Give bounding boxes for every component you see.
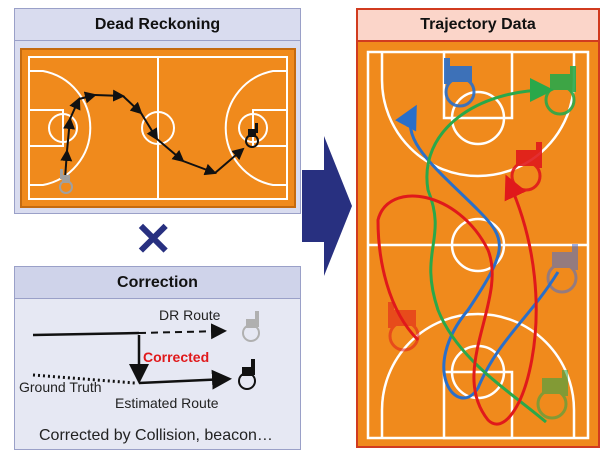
trajectory-blue: [394, 104, 560, 400]
wheelchair-lightblue-icon: [546, 244, 578, 294]
estimated-route-label: Estimated Route: [115, 395, 219, 411]
dead-reckoning-panel: Dead Reckoning: [14, 8, 301, 214]
trajectory-court: [358, 42, 598, 446]
dr-route-label: DR Route: [159, 307, 221, 323]
correction-title: Correction: [15, 267, 300, 299]
ground-truth-label: Ground Truth: [19, 379, 102, 395]
trajectory-green: [425, 78, 554, 424]
multiply-icon: ✕: [134, 213, 173, 265]
wheelchair-end-icon: [245, 123, 259, 148]
correction-footer: Corrected by Collision, beacon…: [39, 427, 273, 444]
trajectory-panel: Trajectory Data: [356, 8, 600, 448]
wheelchair-dr-icon: [242, 311, 260, 342]
corrected-label: Corrected: [143, 349, 210, 365]
correction-diagram: [32, 311, 260, 390]
dead-reckoning-title: Dead Reckoning: [15, 9, 300, 41]
wheelchair-lightgreen-icon: [536, 370, 568, 420]
dead-reckoning-court: [20, 48, 296, 208]
correction-panel: Correction DR Route Corrected Ground Tru…: [14, 266, 301, 450]
wheelchair-estimated-icon: [238, 359, 256, 390]
wheelchair-blue-icon: [444, 58, 476, 108]
trajectory-red: [376, 174, 538, 426]
trajectory-title: Trajectory Data: [358, 10, 598, 42]
wheelchair-start-icon: [59, 169, 73, 194]
